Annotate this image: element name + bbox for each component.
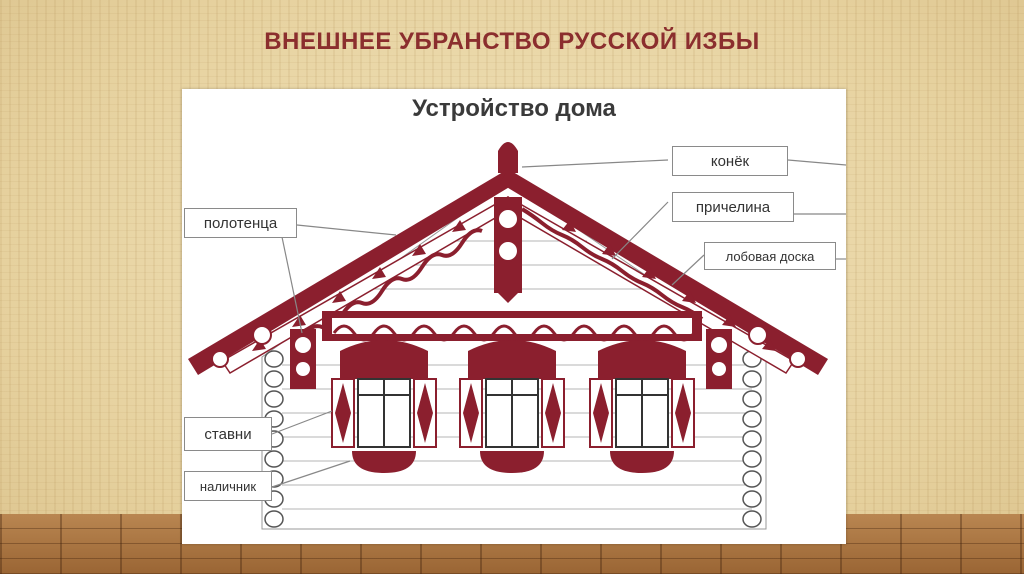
label-stavni: ставни [184, 417, 272, 451]
window-right [589, 340, 695, 473]
polotentsa [290, 329, 732, 389]
konek-ornament [494, 142, 522, 303]
leader-lines [271, 159, 846, 488]
frieze-board [322, 311, 702, 342]
window-left [331, 340, 437, 473]
window-center [459, 340, 565, 473]
label-nalichnik: наличник [184, 471, 272, 501]
diagram-title: Устройство дома [412, 95, 616, 122]
diagram-panel: Устройство дома [182, 89, 846, 544]
label-polotentsa: полотенца [184, 208, 297, 238]
label-prichelina: причелина [672, 192, 794, 222]
label-lobovaya-doska: лобовая доска [704, 242, 836, 270]
house-illustration [188, 142, 846, 530]
roof-rosettes [211, 325, 807, 368]
label-konek: конёк [672, 146, 788, 176]
slide-title: ВНЕШНЕЕ УБРАНСТВО РУССКОЙ ИЗБЫ [264, 28, 760, 55]
